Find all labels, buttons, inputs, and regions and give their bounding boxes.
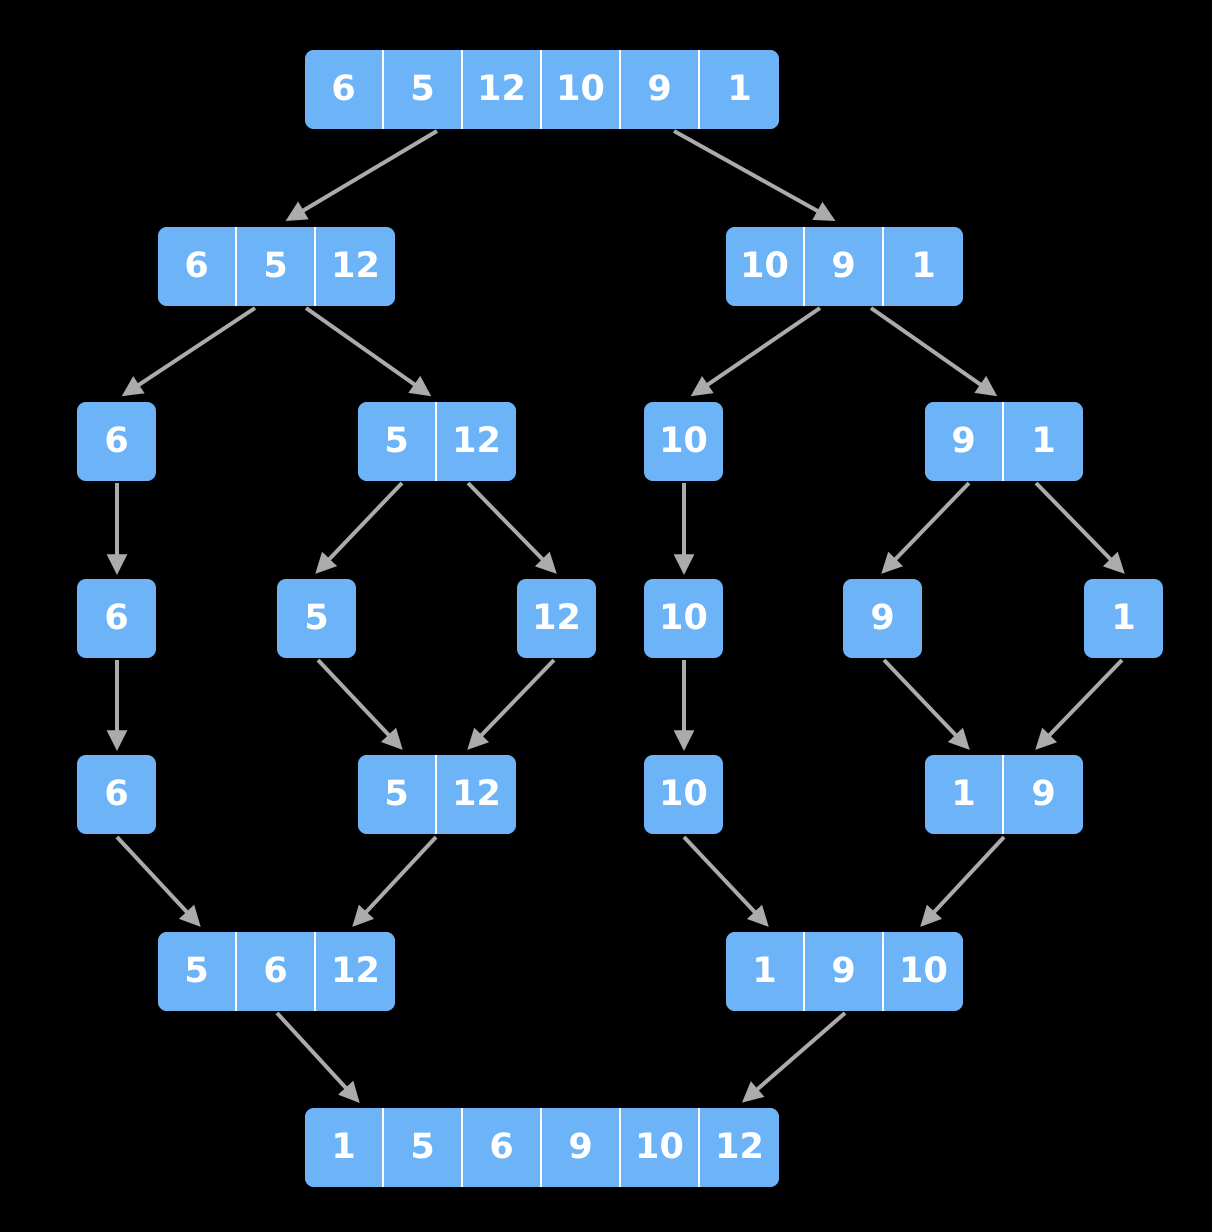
- array-cell[interactable]: 5: [358, 755, 437, 834]
- array-cell[interactable]: 1: [925, 755, 1004, 834]
- edge-arrow: [352, 835, 438, 927]
- array-cell[interactable]: 6: [305, 50, 384, 129]
- array-node[interactable]: 12: [517, 579, 596, 658]
- array-cell[interactable]: 5: [384, 50, 463, 129]
- edge-arrow: [741, 1011, 847, 1103]
- array-node[interactable]: 10: [644, 755, 723, 834]
- edge-arrow: [316, 658, 403, 750]
- array-cell[interactable]: 12: [517, 579, 596, 658]
- array-cell[interactable]: 5: [237, 227, 316, 306]
- array-cell[interactable]: 9: [805, 932, 884, 1011]
- array-cell[interactable]: 10: [644, 755, 723, 834]
- array-cell[interactable]: 6: [77, 579, 156, 658]
- array-cell[interactable]: 1: [700, 50, 779, 129]
- edge-arrow: [285, 129, 439, 222]
- array-cell[interactable]: 5: [358, 402, 437, 481]
- array-cell[interactable]: 10: [884, 932, 963, 1011]
- array-cell[interactable]: 5: [277, 579, 356, 658]
- array-cell[interactable]: 12: [316, 227, 395, 306]
- array-cell[interactable]: 6: [77, 402, 156, 481]
- edge-arrow: [882, 658, 970, 750]
- array-cell[interactable]: 9: [925, 402, 1004, 481]
- array-cell[interactable]: 1: [305, 1108, 384, 1187]
- array-cell[interactable]: 10: [542, 50, 621, 129]
- array-node[interactable]: 6: [77, 402, 156, 481]
- array-node[interactable]: 10: [644, 579, 723, 658]
- edge-arrow: [466, 481, 557, 574]
- edge-arrow: [315, 481, 404, 574]
- array-cell[interactable]: 5: [158, 932, 237, 1011]
- array-cell[interactable]: 12: [437, 755, 516, 834]
- edge-arrow: [1034, 481, 1125, 574]
- edge-arrow: [121, 306, 257, 397]
- edge-arrow: [682, 835, 769, 927]
- edge-arrow: [881, 481, 971, 574]
- array-cell[interactable]: 1: [884, 227, 963, 306]
- edge-arrow: [275, 1011, 360, 1103]
- edge-arrow: [920, 835, 1006, 927]
- array-cell[interactable]: 9: [805, 227, 884, 306]
- array-cell[interactable]: 9: [542, 1108, 621, 1187]
- array-node[interactable]: 6: [77, 755, 156, 834]
- array-cell[interactable]: 1: [726, 932, 805, 1011]
- array-cell[interactable]: 10: [644, 402, 723, 481]
- array-cell[interactable]: 9: [843, 579, 922, 658]
- array-cell[interactable]: 12: [700, 1108, 779, 1187]
- edge-arrow: [304, 306, 432, 397]
- edge-arrow: [115, 835, 201, 927]
- array-node[interactable]: 10: [644, 402, 723, 481]
- edge-arrow: [673, 129, 836, 221]
- array-cell[interactable]: 9: [621, 50, 700, 129]
- array-cell[interactable]: 10: [726, 227, 805, 306]
- array-cell[interactable]: 5: [384, 1108, 463, 1187]
- array-node[interactable]: 5: [277, 579, 356, 658]
- array-cell[interactable]: 12: [463, 50, 542, 129]
- array-cell[interactable]: 6: [158, 227, 237, 306]
- array-cell[interactable]: 6: [237, 932, 316, 1011]
- edge-arrow: [690, 306, 822, 397]
- array-cell[interactable]: 1: [1004, 402, 1083, 481]
- array-cell[interactable]: 12: [316, 932, 395, 1011]
- array-node[interactable]: 9: [843, 579, 922, 658]
- array-cell[interactable]: 10: [644, 579, 723, 658]
- edge-arrow: [467, 658, 556, 750]
- edge-arrow: [869, 306, 998, 397]
- array-cell[interactable]: 1: [1084, 579, 1163, 658]
- array-cell[interactable]: 9: [1004, 755, 1083, 834]
- array-cell[interactable]: 6: [463, 1108, 542, 1187]
- array-node[interactable]: 6: [77, 579, 156, 658]
- array-node[interactable]: 1: [1084, 579, 1163, 658]
- edge-arrow: [1035, 658, 1124, 750]
- array-cell[interactable]: 6: [77, 755, 156, 834]
- array-cell[interactable]: 12: [437, 402, 516, 481]
- array-cell[interactable]: 10: [621, 1108, 700, 1187]
